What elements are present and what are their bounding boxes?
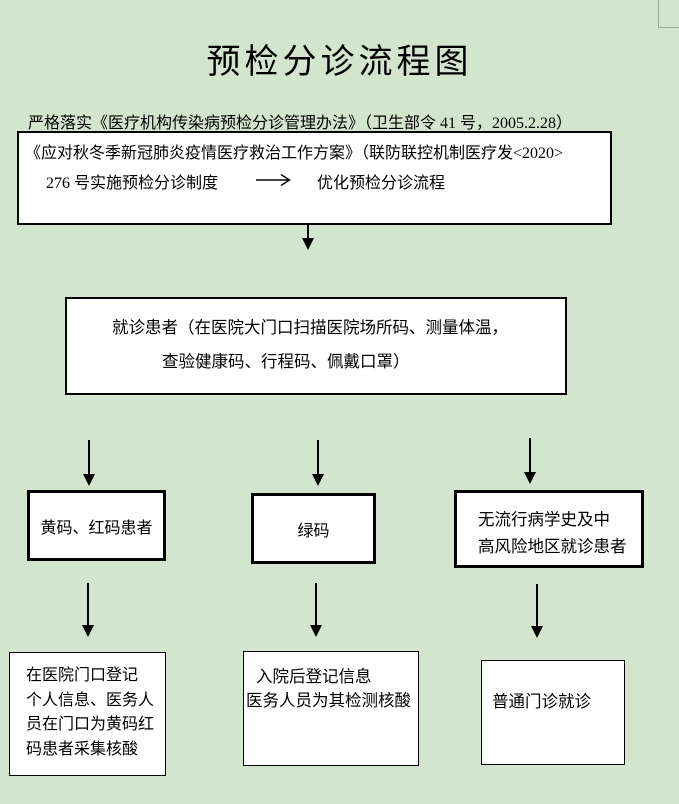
down-arrow-icon	[82, 583, 94, 637]
down-arrow-icon	[524, 438, 536, 484]
triage-box-no-epi-history: 无流行病学史及中 高风险地区就诊患者	[454, 490, 644, 568]
patient-entry-box: 就诊患者（在医院大门口扫描医院场所码、测量体温， 查验健康码、行程码、佩戴口罩）	[65, 297, 567, 395]
patient-entry-line-1: 就诊患者（在医院大门口扫描医院场所码、测量体温，	[112, 318, 508, 337]
triage-box-label: 绿码	[297, 522, 330, 540]
policy-reference-line: 严格落实《医疗机构传染病预检分诊管理办法》（卫生部令 41 号，2005.2.2…	[28, 115, 573, 132]
action-line-2: 个人信息、医务人	[26, 691, 155, 709]
action-line-1: 入院后登记信息	[256, 667, 372, 686]
policy-box: 《应对秋冬季新冠肺炎疫情医疗救治工作方案》（联防联控机制医疗发<2020> 27…	[17, 131, 612, 225]
patient-entry-line-2: 查验健康码、行程码、佩戴口罩）	[162, 352, 410, 371]
triage-box-label: 黄码、红码患者	[40, 519, 153, 537]
action-box-register-at-gate: 在医院门口登记 个人信息、医务人 员在门口为黄码红 码患者采集核酸	[9, 652, 166, 776]
action-line-2: 医务人员为其检测核酸	[246, 691, 411, 710]
down-arrow-icon	[83, 440, 95, 486]
page-title: 预检分诊流程图	[206, 44, 473, 81]
down-arrow-icon	[310, 583, 322, 637]
down-arrow-icon	[302, 224, 314, 250]
triage-box-yellow-red-code: 黄码、红码患者	[27, 490, 166, 561]
action-line-1: 普通门诊就诊	[492, 692, 591, 711]
triage-box-green-code: 绿码	[251, 493, 376, 564]
action-line-1: 在医院门口登记	[26, 667, 139, 684]
triage-box-label-line-2: 高风险地区就诊患者	[478, 537, 627, 556]
down-arrow-icon	[531, 584, 543, 638]
margin-corner-mark-vertical	[658, 0, 659, 27]
action-box-register-inside: 入院后登记信息 医务人员为其检测核酸	[243, 651, 419, 766]
policy-line-1: 《应对秋冬季新冠肺炎疫情医疗救治工作方案》（联防联控机制医疗发<2020>	[25, 145, 564, 162]
policy-line-2-left: 276 号实施预检分诊制度	[46, 175, 219, 192]
triage-box-label-line-1: 无流行病学史及中	[478, 510, 610, 529]
right-arrow-icon	[256, 173, 291, 187]
action-line-4: 码患者采集核酸	[26, 740, 139, 758]
action-line-3: 员在门口为黄码红	[26, 716, 155, 733]
down-arrow-icon	[312, 440, 324, 486]
policy-line-2-right: 优化预检分诊流程	[317, 175, 446, 192]
action-box-normal-outpatient: 普通门诊就诊	[481, 660, 625, 765]
margin-corner-mark-horizontal	[658, 27, 679, 28]
